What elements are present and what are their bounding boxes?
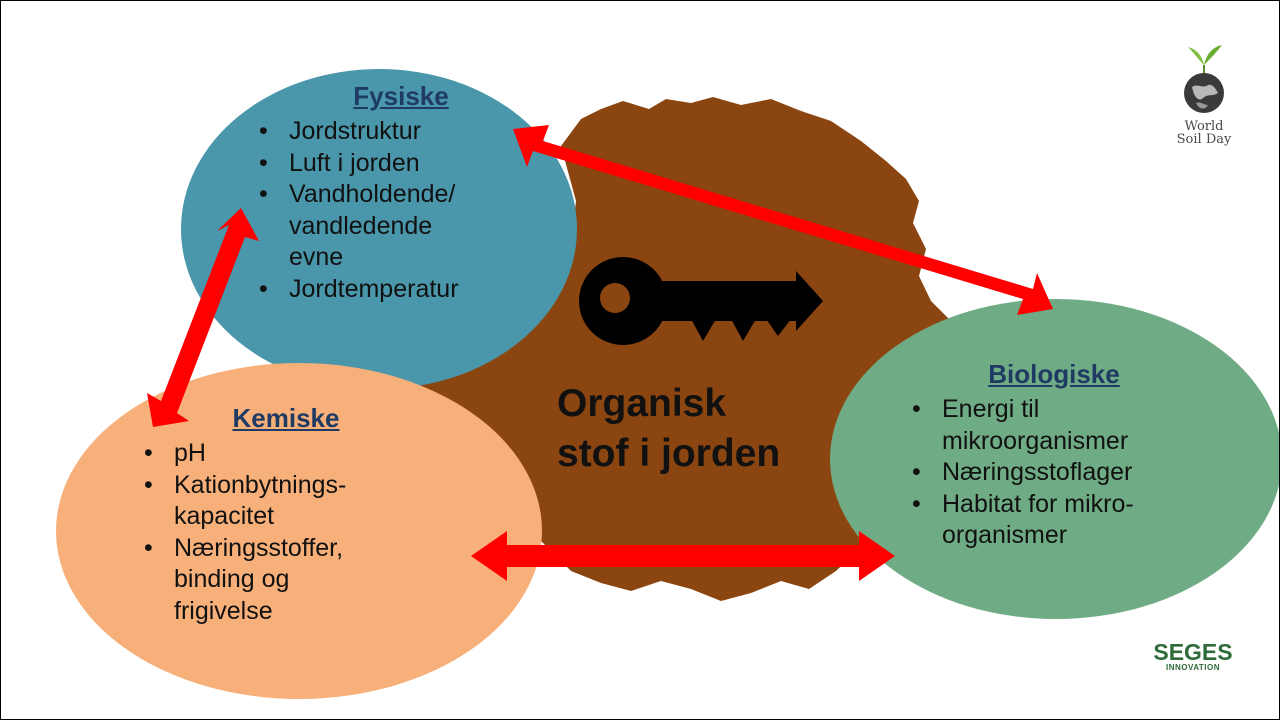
kemiske-item-kapacitet: kapacitet	[174, 502, 275, 530]
arrow-kemiske-biologiske	[471, 531, 895, 581]
kemiske-item-ph: pH	[136, 438, 446, 470]
world-soil-day-line1: World	[1184, 119, 1224, 134]
biologiske-text: Biologiske Energi til mikroorganismer Næ…	[904, 359, 1214, 552]
soil-blob	[411, 97, 959, 601]
biologiske-list: Energi til mikroorganismer Næringsstofla…	[904, 394, 1214, 552]
world-soil-day-text: World Soil Day	[1164, 120, 1244, 146]
kemiske-item-frigivelse: frigivelse	[174, 596, 273, 625]
kemiske-heading: Kemiske	[232, 403, 340, 433]
world-soil-day-line2: Soil Day	[1176, 132, 1232, 147]
globe-sprout-icon	[1184, 45, 1224, 113]
kemiske-item-kationbytnings: Kationbytnings-	[136, 470, 446, 502]
center-title: Organisk stof i jorden	[557, 379, 780, 479]
fysiske-item-evne: evne	[289, 243, 344, 271]
biologiske-item-naeringsstoflager: Næringsstoflager	[904, 457, 1214, 489]
biologiske-item-energi: Energi til	[904, 394, 1214, 426]
kemiske-item-naeringsstoffer: Næringsstoffer,	[136, 533, 446, 565]
seges-logo: SEGES INNOVATION	[1145, 639, 1241, 673]
biologiske-item-mikroorganismer: mikroorganismer	[942, 426, 1129, 455]
kemiske-text: Kemiske pH Kationbytnings- kapacitet Nær…	[136, 403, 446, 627]
biologiske-heading: Biologiske	[988, 359, 1120, 389]
fysiske-item-vandledende: vandledende	[289, 211, 433, 240]
key-hole	[600, 283, 630, 313]
center-title-line1: Organisk	[557, 382, 727, 425]
fysiske-item-jordtemperatur: Jordtemperatur	[251, 274, 551, 306]
seges-logo-main: SEGES	[1153, 639, 1233, 665]
seges-logo-sub: INNOVATION	[1165, 663, 1221, 672]
center-title-line2: stof i jorden	[557, 432, 781, 475]
fysiske-heading: Fysiske	[353, 81, 449, 111]
fysiske-list: Jordstruktur Luft i jorden Vandholdende/…	[251, 116, 551, 305]
world-soil-day-logo: World Soil Day	[1164, 39, 1244, 146]
kemiske-list: pH Kationbytnings- kapacitet Næringsstof…	[136, 438, 446, 627]
biologiske-item-habitat: Habitat for mikro-	[904, 489, 1214, 521]
arrow-fysiske-kemiske	[147, 208, 259, 427]
arrow-fysiske-biologiske	[513, 125, 1053, 315]
fysiske-item-luft: Luft i jorden	[251, 148, 551, 180]
fysiske-item-jordstruktur: Jordstruktur	[251, 116, 551, 148]
fysiske-item-vandholdende: Vandholdende/	[251, 179, 551, 211]
kemiske-item-binding: binding og	[174, 565, 290, 593]
biologiske-item-organismer: organismer	[942, 521, 1068, 549]
fysiske-text: Fysiske Jordstruktur Luft i jorden Vandh…	[251, 81, 551, 305]
